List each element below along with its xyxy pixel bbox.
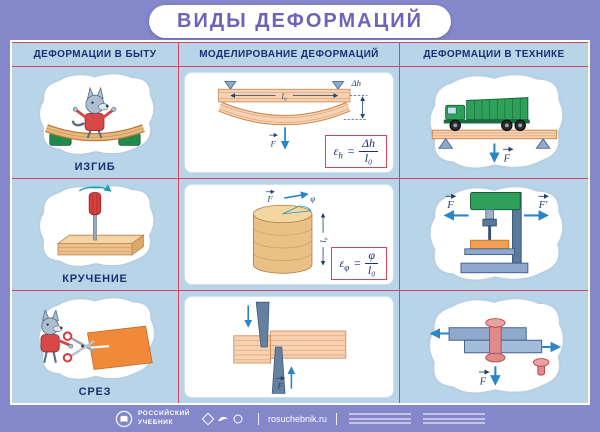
torsion-household-illustration bbox=[38, 184, 156, 268]
wolf-cartoon bbox=[71, 86, 117, 139]
column-header-household: ДЕФОРМАЦИИ В БЫТУ bbox=[12, 43, 179, 67]
shear-force-arrows: F bbox=[429, 328, 561, 388]
wolf-cartoon bbox=[40, 309, 74, 363]
twist-angle: φ bbox=[282, 193, 315, 215]
row-label-bending: ИЗГИБ bbox=[74, 161, 116, 173]
bending-model-panel: l₀ Δh bbox=[184, 72, 394, 173]
website-url: rosuchebnik.ru bbox=[258, 412, 338, 425]
beam bbox=[431, 129, 557, 149]
sheared-block bbox=[233, 330, 347, 364]
svg-text:F: F bbox=[478, 377, 486, 388]
cell-shear-household: СРЕЗ bbox=[12, 291, 179, 403]
svg-text:l₀: l₀ bbox=[282, 91, 287, 101]
svg-text:F: F bbox=[266, 193, 273, 203]
column-header-technology: ДЕФОРМАЦИИ В ТЕХНИКЕ bbox=[400, 43, 588, 67]
force-couple-arrows: F F′ bbox=[443, 193, 549, 221]
poster-title: ВИДЫ ДЕФОРМАЦИЙ bbox=[177, 10, 423, 32]
torsion-strain-formula: εφ = φ l₀ bbox=[330, 247, 387, 280]
span-dimension: l₀ bbox=[230, 91, 339, 101]
length-dimension: l₀ bbox=[318, 212, 328, 266]
svg-text:F: F bbox=[270, 138, 277, 148]
row-label-torsion: КРУЧЕНИЕ bbox=[62, 273, 128, 285]
footer: РОССИЙСКИЙ УЧЕБНИК rosuchebnik.ru bbox=[0, 405, 600, 432]
torsion-force-arrow: F bbox=[266, 189, 309, 203]
bending-technology-illustration: F bbox=[427, 72, 565, 170]
rotation-arrow bbox=[78, 184, 112, 192]
cell-shear-technology: F bbox=[400, 291, 588, 403]
lower-blade bbox=[271, 346, 286, 394]
title-banner: ВИДЫ ДЕФОРМАЦИЙ bbox=[149, 5, 451, 38]
svg-text:F: F bbox=[446, 200, 454, 211]
strain-fraction: φ l₀ bbox=[365, 249, 378, 278]
spare-rivet bbox=[532, 358, 549, 376]
bending-model-illustration: l₀ Δh bbox=[218, 78, 368, 150]
board: ДЕФОРМАЦИИ В БЫТУ МОДЕЛИРОВАНИЕ ДЕФОРМАЦ… bbox=[10, 40, 590, 405]
torsion-technology-illustration: F F′ bbox=[427, 184, 565, 282]
equals-sign: = bbox=[346, 144, 355, 159]
straight-beam bbox=[218, 88, 351, 103]
upper-blade bbox=[255, 301, 270, 348]
publisher-name: РОССИЙСКИЙ УЧЕБНИК bbox=[137, 410, 190, 426]
torsion-model-illustration: φ F l₀ bbox=[252, 189, 328, 274]
torsion-model-panel: φ F l₀ εφ bbox=[184, 184, 394, 285]
shear-model-panel: F bbox=[184, 296, 394, 398]
svg-text:φ: φ bbox=[310, 193, 315, 203]
svg-text:F: F bbox=[277, 381, 284, 391]
imprint-fineprint-2 bbox=[423, 413, 486, 424]
rivet bbox=[484, 318, 506, 363]
paper-sheet bbox=[87, 325, 153, 370]
strain-symbol: εφ bbox=[339, 255, 350, 272]
shear-household-illustration bbox=[37, 296, 157, 381]
svg-text:Δh: Δh bbox=[351, 78, 361, 88]
cell-bending-household: ИЗГИБ bbox=[12, 67, 179, 179]
twisted-cylinder bbox=[252, 204, 313, 274]
cell-torsion-household: КРУЧЕНИЕ bbox=[12, 179, 179, 291]
imprint-logos-icons bbox=[202, 412, 243, 425]
bending-strain-formula: εh = Δh l₀ bbox=[324, 135, 387, 168]
equals-sign: = bbox=[353, 256, 362, 271]
cell-torsion-model: φ F l₀ εφ bbox=[179, 179, 400, 291]
force-arrow: F bbox=[269, 127, 290, 150]
svg-text:l₀: l₀ bbox=[318, 237, 328, 242]
drill-press bbox=[460, 191, 528, 274]
bending-household-illustration bbox=[38, 72, 156, 156]
cell-bending-technology: F bbox=[400, 67, 588, 179]
shear-technology-illustration: F bbox=[427, 296, 565, 395]
shear-model-illustration: F bbox=[233, 301, 347, 394]
beam-supports bbox=[224, 80, 345, 90]
column-header-modeling: МОДЕЛИРОВАНИЕ ДЕФОРМАЦИЙ bbox=[179, 43, 400, 67]
wooden-plank bbox=[56, 234, 145, 256]
bent-board bbox=[45, 124, 145, 142]
publisher-logo-group: РОССИЙСКИЙ УЧЕБНИК bbox=[115, 410, 190, 428]
svg-text:F′: F′ bbox=[537, 200, 547, 211]
svg-text:F: F bbox=[502, 154, 510, 165]
dump-truck bbox=[443, 97, 530, 132]
row-label-shear: СРЕЗ bbox=[78, 386, 112, 398]
cell-shear-model: F bbox=[179, 291, 400, 403]
cell-torsion-technology: F F′ bbox=[400, 179, 588, 291]
shear-force-arrows: F bbox=[244, 305, 296, 391]
screwdriver bbox=[88, 192, 102, 241]
riveted-plates bbox=[448, 327, 542, 354]
imprint-fineprint-1 bbox=[349, 413, 412, 424]
bent-beam bbox=[218, 101, 351, 126]
cell-bending-model: l₀ Δh bbox=[179, 67, 400, 179]
strain-fraction: Δh l₀ bbox=[358, 137, 378, 166]
deformations-table: ДЕФОРМАЦИИ В БЫТУ МОДЕЛИРОВАНИЕ ДЕФОРМАЦ… bbox=[12, 42, 588, 403]
strain-symbol: εh bbox=[333, 143, 343, 160]
publisher-logo-icon bbox=[115, 410, 133, 427]
force-arrow: F bbox=[488, 143, 514, 165]
scissors bbox=[62, 331, 95, 363]
